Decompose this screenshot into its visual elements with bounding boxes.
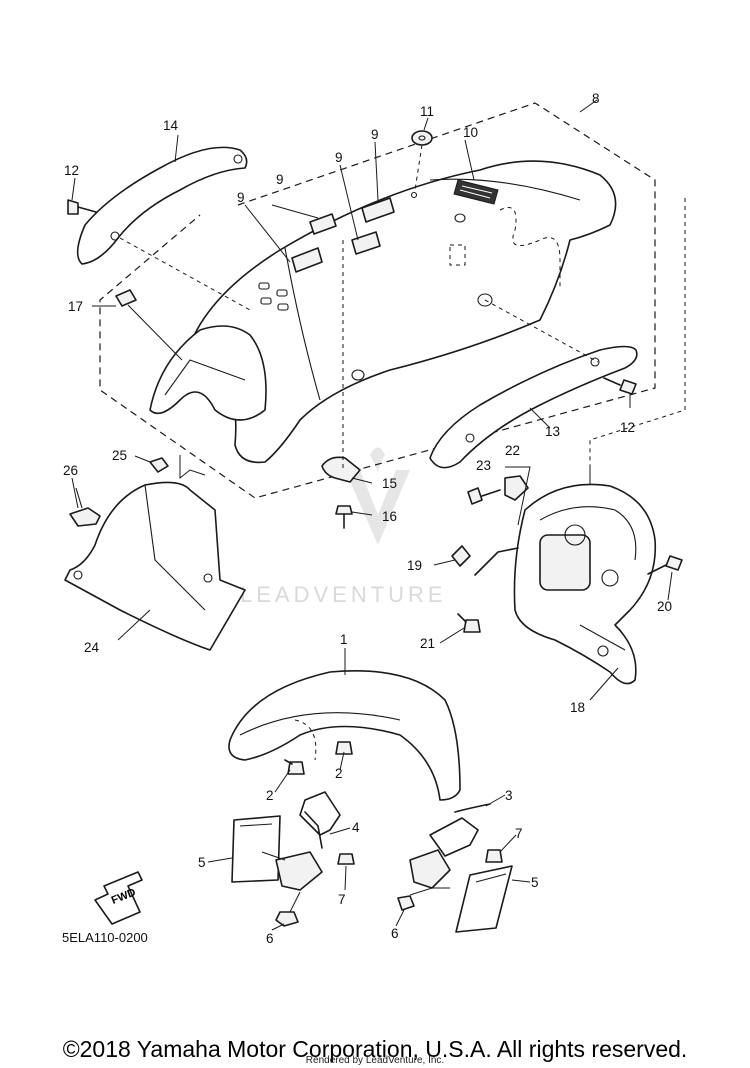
rear-assembly-frame <box>589 198 686 465</box>
bracket-19 <box>451 545 519 576</box>
bracket-3 <box>429 803 491 857</box>
washer-11 <box>410 130 433 199</box>
bolt-25 <box>149 457 169 473</box>
clamp-15 <box>321 240 361 483</box>
callout-17: 17 <box>68 299 83 314</box>
screw-7-right <box>485 849 503 863</box>
callout-9-c: 9 <box>335 150 343 165</box>
screw-7-left <box>337 853 355 865</box>
callout-4: 4 <box>352 820 360 835</box>
callout-1: 1 <box>340 632 348 647</box>
callout-22: 22 <box>505 443 520 458</box>
callout-15: 15 <box>382 476 397 491</box>
fwd-arrow-icon: FWD <box>94 871 143 925</box>
side-rail-14 <box>76 146 251 311</box>
callout-26: 26 <box>63 463 78 478</box>
callout-9-b: 9 <box>276 172 284 187</box>
callout-5-right: 5 <box>531 875 539 890</box>
diagram-code: 5ELA110-0200 <box>62 930 148 945</box>
callout-9-d: 9 <box>371 127 379 142</box>
bolt-20 <box>647 555 683 575</box>
fork-bracket-right <box>409 849 451 896</box>
fork-bracket-left <box>261 851 323 891</box>
nut-6-left <box>275 891 301 927</box>
bolt-12-right <box>603 377 637 395</box>
callout-24: 24 <box>84 640 100 655</box>
clip-26 <box>69 487 101 527</box>
mud-flap-24 <box>64 455 246 651</box>
assembly-8-outline <box>99 102 656 499</box>
clip-22 <box>504 466 531 526</box>
decals-9 <box>291 197 395 273</box>
copyright-notice: ©2018 Yamaha Motor Corporation, U.S.A. A… <box>62 1036 688 1062</box>
callout-8: 8 <box>592 91 600 106</box>
callout-16: 16 <box>382 509 397 524</box>
nut-6-right <box>397 895 415 911</box>
reflector-5-right <box>455 865 513 933</box>
label-10 <box>453 179 499 205</box>
callout-19: 19 <box>407 558 422 573</box>
bolt-2-left <box>284 759 305 775</box>
callout-2-right: 2 <box>335 766 343 781</box>
callout-7-left: 7 <box>338 892 346 907</box>
callout-6-left: 6 <box>266 931 274 946</box>
screw-16 <box>335 505 353 529</box>
callout-13: 13 <box>545 424 560 439</box>
side-rail-13 <box>429 299 638 469</box>
tail-light-18 <box>513 483 657 685</box>
grommet-17 <box>115 289 183 361</box>
rear-fender-front-tab <box>149 325 267 421</box>
callout-14: 14 <box>163 118 179 133</box>
callout-5-left: 5 <box>198 855 206 870</box>
callout-2-left: 2 <box>266 788 274 803</box>
callout-18: 18 <box>570 700 585 715</box>
callout-20: 20 <box>657 599 672 614</box>
reflector-5-left <box>231 815 281 883</box>
bolt-12-left <box>67 199 97 215</box>
leader-lines <box>71 99 673 931</box>
callout-21: 21 <box>420 636 435 651</box>
bolt-21 <box>457 613 481 633</box>
front-fender-1 <box>228 670 461 801</box>
callout-3: 3 <box>505 788 513 803</box>
watermark-logo: LEADVENTURE <box>240 447 447 607</box>
callout-12-right: 12 <box>620 420 635 435</box>
callout-9-a: 9 <box>237 190 245 205</box>
bolt-2-right <box>335 741 353 755</box>
callout-23: 23 <box>476 458 491 473</box>
callout-25: 25 <box>112 448 127 463</box>
bracket-4 <box>299 791 341 849</box>
callout-7-right: 7 <box>515 826 523 841</box>
callout-6-right: 6 <box>391 926 399 941</box>
rendered-by-credit: Rendered by LeadVenture, Inc. <box>305 1055 445 1066</box>
screw-23 <box>467 487 501 505</box>
rear-fender <box>184 160 617 464</box>
callout-labels: 1 2 2 3 4 5 5 6 6 7 7 8 9 9 9 9 10 11 12… <box>63 91 672 946</box>
callout-10: 10 <box>463 125 478 140</box>
callout-11: 11 <box>420 104 434 119</box>
callout-12-left: 12 <box>64 163 79 178</box>
watermark-text: LEADVENTURE <box>240 582 447 607</box>
